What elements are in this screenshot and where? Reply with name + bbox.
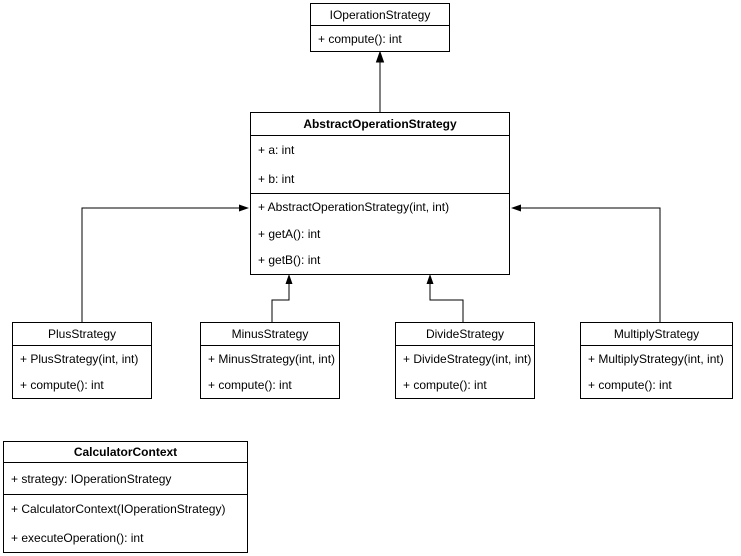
arrowhead-up-icon	[285, 274, 293, 284]
class-title: AbstractOperationStrategy	[251, 113, 509, 136]
class-box-minusstrategy[interactable]: MinusStrategy + MinusStrategy(int, int) …	[200, 322, 340, 399]
method-row: + AbstractOperationStrategy(int, int)	[258, 200, 450, 215]
method-row: + MultiplyStrategy(int, int)	[588, 352, 724, 366]
methods-section: + compute(): int	[311, 26, 449, 51]
class-title: IOperationStrategy	[311, 4, 449, 26]
arrowhead-right-icon	[239, 204, 249, 212]
method-row: + getB(): int	[258, 253, 321, 268]
class-box-ioperationstrategy[interactable]: IOperationStrategy + compute(): int	[310, 3, 450, 52]
method-row: + getA(): int	[258, 226, 321, 241]
field-row: + a: int	[258, 143, 295, 158]
method-row: + DivideStrategy(int, int)	[403, 352, 532, 366]
methods-section: + PlusStrategy(int, int) + compute(): in…	[13, 346, 151, 398]
method-row: + compute(): int	[588, 378, 672, 392]
class-title: DivideStrategy	[396, 323, 534, 346]
method-row: + compute(): int	[403, 378, 487, 392]
method-row: + compute(): int	[318, 31, 402, 46]
connector-divide-to-abstract[interactable]	[426, 274, 464, 322]
fields-section: + a: int + b: int	[251, 136, 509, 193]
arrowhead-left-icon	[511, 204, 521, 212]
method-row: + compute(): int	[20, 378, 104, 392]
field-row: + b: int	[258, 171, 295, 186]
class-title: PlusStrategy	[13, 323, 151, 346]
class-title: CalculatorContext	[4, 442, 247, 463]
method-row: + MinusStrategy(int, int)	[208, 352, 336, 366]
class-box-plusstrategy[interactable]: PlusStrategy + PlusStrategy(int, int) + …	[12, 322, 152, 399]
connector-multiply-to-abstract[interactable]	[511, 204, 661, 323]
class-box-multiplystrategy[interactable]: MultiplyStrategy + MultiplyStrategy(int,…	[580, 322, 733, 399]
class-box-calculatorcontext[interactable]: CalculatorContext + strategy: IOperation…	[3, 441, 248, 553]
method-row: + executeOperation(): int	[11, 530, 144, 545]
class-title: MultiplyStrategy	[581, 323, 732, 346]
arrowhead-up-icon	[375, 50, 385, 63]
connector-plus-to-abstract[interactable]	[81, 204, 249, 323]
method-row: + PlusStrategy(int, int)	[20, 352, 139, 366]
methods-section: + CalculatorContext(IOperationStrategy) …	[4, 494, 247, 552]
methods-section: + MultiplyStrategy(int, int) + compute()…	[581, 346, 732, 398]
method-row: + CalculatorContext(IOperationStrategy)	[11, 502, 226, 517]
class-title: MinusStrategy	[201, 323, 339, 346]
methods-section: + AbstractOperationStrategy(int, int) + …	[251, 193, 509, 274]
connector-abstract-to-interface[interactable]	[375, 50, 385, 112]
class-box-dividestrategy[interactable]: DivideStrategy + DivideStrategy(int, int…	[395, 322, 535, 399]
methods-section: + DivideStrategy(int, int) + compute(): …	[396, 346, 534, 398]
arrowhead-up-icon	[426, 274, 434, 284]
method-row: + compute(): int	[208, 378, 292, 392]
fields-section: + strategy: IOperationStrategy	[4, 463, 247, 494]
field-row: + strategy: IOperationStrategy	[11, 471, 172, 486]
methods-section: + MinusStrategy(int, int) + compute(): i…	[201, 346, 339, 398]
class-box-abstractoperationstrategy[interactable]: AbstractOperationStrategy + a: int + b: …	[250, 112, 510, 275]
connector-minus-to-abstract[interactable]	[271, 274, 293, 322]
